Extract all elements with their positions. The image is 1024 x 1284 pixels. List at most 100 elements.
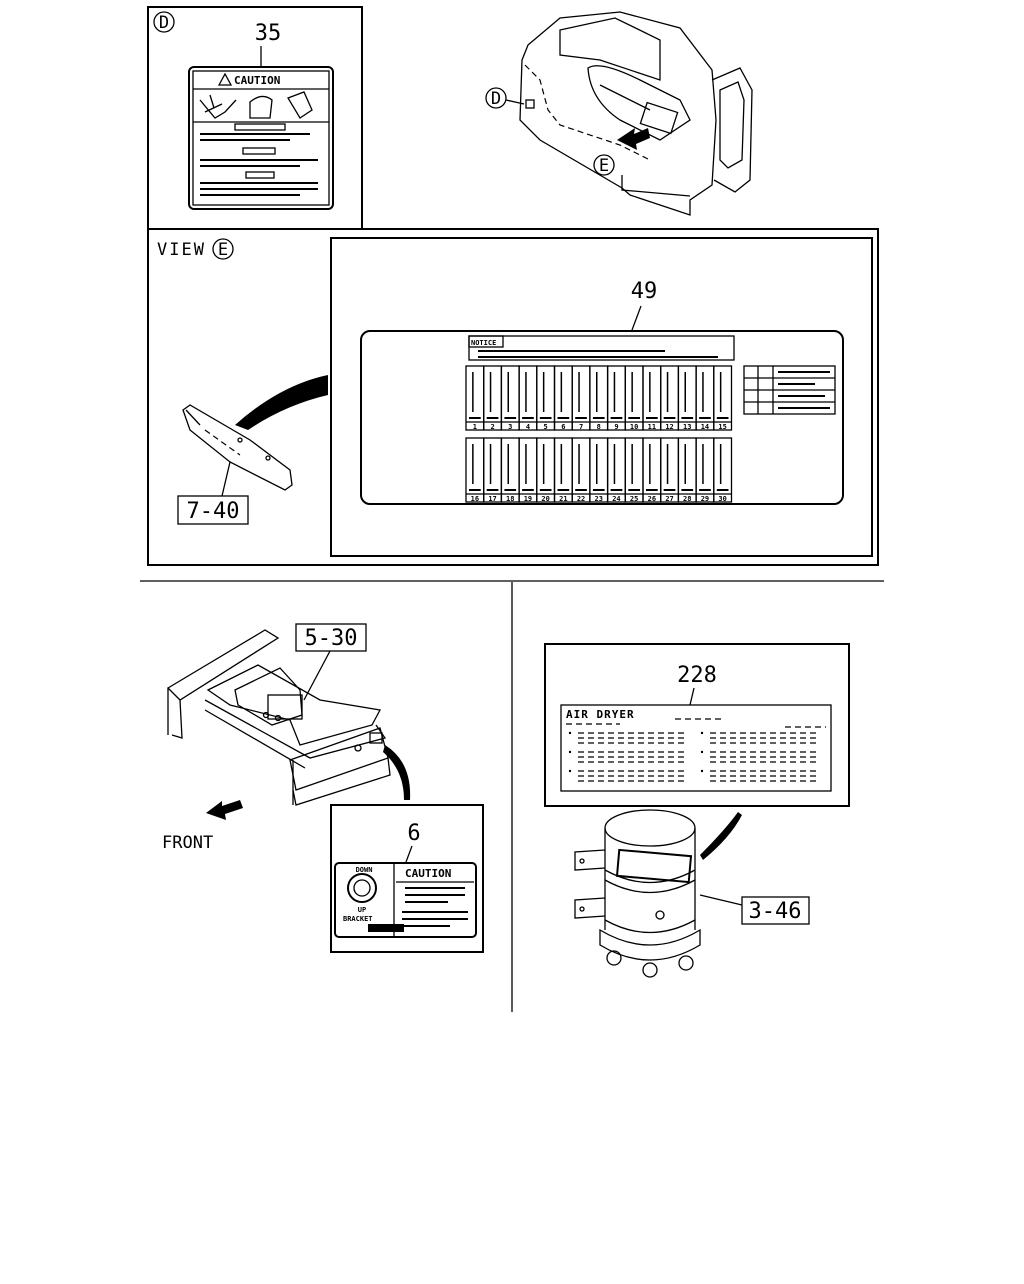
frame-view: 5-30 FRONT 6 CAUTION DOWN UP BRACKET — [162, 623, 484, 953]
front-arrow-icon — [206, 800, 243, 820]
fuse-number: 7 — [579, 423, 583, 431]
fuse-cell: 28 — [677, 437, 697, 503]
ref-5-30[interactable]: 5-30 — [305, 626, 358, 651]
cab-interior-view: D E — [485, 11, 753, 216]
fuse-number: 27 — [665, 495, 673, 503]
fuse-cell: 19 — [518, 437, 538, 503]
fuse-cell: 7 — [571, 365, 591, 431]
fuse-cell: 21 — [553, 437, 573, 503]
fuse-row-2: 16 17 18 19 20 21 22 23 24 25 26 27 28 29 30 — [465, 437, 733, 503]
air-dryer-view: 228 AIR DRYER — [544, 643, 850, 978]
cab-marker-e: E — [599, 156, 609, 176]
fuse-cell: 15 — [713, 365, 733, 431]
arrow-to-view-e-icon — [617, 128, 650, 150]
fuse-cell: 25 — [624, 437, 644, 503]
fuse-cell: 20 — [536, 437, 556, 503]
fuse-cell: 2 — [483, 365, 503, 431]
fuse-cell: 12 — [660, 365, 680, 431]
rotation-dial-icon — [347, 873, 377, 903]
warning-triangle-icon — [217, 72, 233, 86]
view-e-title: VIEW — [157, 240, 206, 260]
fuse-number: 16 — [471, 495, 479, 503]
fuse-number: 26 — [648, 495, 656, 503]
air-dryer-right-column — [700, 731, 820, 782]
fuse-cell: 29 — [695, 437, 715, 503]
ref-3-46[interactable]: 3-46 — [749, 899, 802, 924]
fuse-cell: 16 — [465, 437, 485, 503]
fuse-number: 25 — [630, 495, 638, 503]
fuse-number: 21 — [559, 495, 567, 503]
front-label: FRONT — [162, 833, 213, 853]
part-number-228[interactable]: 228 — [677, 663, 717, 688]
fuse-number: 6 — [561, 423, 565, 431]
fuse-number: 12 — [665, 423, 673, 431]
fuse-number: 24 — [612, 495, 620, 503]
fuse-number: 30 — [718, 495, 726, 503]
caution-title-6: CAUTION — [405, 867, 451, 880]
bracket-label: BRACKET — [343, 915, 373, 923]
fuse-cell: 5 — [536, 365, 556, 431]
fuse-number: 8 — [597, 423, 601, 431]
fuse-number: 15 — [718, 423, 726, 431]
notice-title: NOTICE — [471, 339, 496, 347]
fuse-cell: 23 — [589, 437, 609, 503]
part-number-49[interactable]: 49 — [631, 279, 658, 304]
fuse-number: 17 — [488, 495, 496, 503]
view-e-marker: E — [218, 240, 228, 260]
fuse-cell: 26 — [642, 437, 662, 503]
panel-d-marker: D — [159, 13, 169, 33]
fuse-number: 22 — [577, 495, 585, 503]
fuse-box-cover: 7-40 — [177, 375, 328, 525]
fuse-number: 13 — [683, 423, 691, 431]
part-number-35[interactable]: 35 — [255, 21, 282, 46]
fuse-number: 2 — [490, 423, 494, 431]
fuse-cell: 30 — [713, 437, 733, 503]
fuse-cell: 8 — [589, 365, 609, 431]
fuse-cell: 17 — [483, 437, 503, 503]
part-number-6[interactable]: 6 — [407, 821, 420, 846]
fuse-cell: 3 — [500, 365, 520, 431]
fuse-number: 23 — [595, 495, 603, 503]
fuse-cell: 27 — [660, 437, 680, 503]
fuse-number: 3 — [508, 423, 512, 431]
fuse-cell: 11 — [642, 365, 662, 431]
air-dryer-title: AIR DRYER — [566, 708, 635, 721]
fuse-cell: 6 — [553, 365, 573, 431]
air-dryer-unit — [574, 809, 701, 978]
caution-label-6: CAUTION DOWN UP BRACKET — [334, 862, 477, 938]
fuse-number: 20 — [541, 495, 549, 503]
fuse-number: 5 — [544, 423, 548, 431]
fuse-number: 14 — [701, 423, 709, 431]
caution-label-35: CAUTION — [188, 66, 334, 210]
fuse-cell: 13 — [677, 365, 697, 431]
fuse-number: 29 — [701, 495, 709, 503]
fuse-cell: 9 — [606, 365, 626, 431]
fuse-cell: 1 — [465, 365, 485, 431]
fuse-number: 1 — [473, 423, 477, 431]
fuse-cell: 4 — [518, 365, 538, 431]
fuse-number: 4 — [526, 423, 530, 431]
fuse-number: 9 — [614, 423, 618, 431]
ref-7-40[interactable]: 7-40 — [187, 499, 240, 524]
fuse-number: 11 — [648, 423, 656, 431]
up-label: UP — [358, 906, 366, 914]
fuse-cell: 24 — [606, 437, 626, 503]
fuse-cell: 18 — [500, 437, 520, 503]
fuse-cell: 14 — [695, 365, 715, 431]
fuse-cell: 22 — [571, 437, 591, 503]
caution-title-35: CAUTION — [234, 74, 280, 87]
fuse-number: 28 — [683, 495, 691, 503]
cab-marker-d: D — [491, 89, 501, 109]
air-dryer-left-column — [568, 731, 688, 782]
fuse-number: 18 — [506, 495, 514, 503]
fuse-number: 19 — [524, 495, 532, 503]
pictogram-icons — [199, 91, 313, 119]
fuse-number: 10 — [630, 423, 638, 431]
relay-legend — [743, 365, 836, 415]
air-dryer-label: AIR DRYER — [560, 704, 832, 792]
